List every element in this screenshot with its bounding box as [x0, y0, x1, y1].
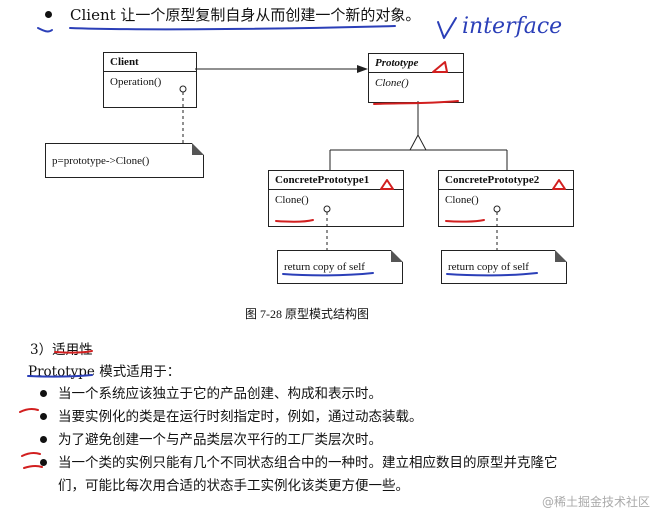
uml-connectors [179, 61, 566, 277]
concrete2-note: return copy of self [441, 250, 567, 284]
client-class-box: Client Operation() [103, 52, 197, 108]
red-mark-item2 [19, 407, 39, 413]
bullet-dot [40, 459, 47, 466]
prototype-class-box: Prototype Clone() [368, 53, 464, 103]
red-triangle-concrete1-icon [380, 179, 394, 190]
prototype-class-name: Prototype [369, 54, 463, 73]
blue-underline-note2 [446, 272, 538, 277]
intro-text: Client 让一个原型复制自身从而创建一个新的对象。 [70, 6, 421, 24]
applicability-item-2: 当要实例化的类是在运行时刻指定时，例如，通过动态装载。 [58, 409, 423, 425]
watermark: @稀土掘金技术社区 [541, 495, 650, 509]
concrete1-class-name: ConcretePrototype1 [269, 171, 403, 190]
prototype-operation: Clone() [375, 77, 409, 89]
client-note-text: p=prototype->Clone() [52, 154, 150, 167]
handwritten-interface-note: interface [462, 14, 563, 39]
note-fold-icon [192, 143, 204, 155]
applicability-item-4-continued: 们，可能比每次用合适的状态手工实例化该类更方便一些。 [58, 478, 409, 494]
concrete1-class-box: ConcretePrototype1 Clone() [268, 170, 404, 227]
handwriting-layer-bottom [19, 350, 93, 469]
red-triangle-prototype-icon [432, 61, 448, 73]
concrete2-note-text: return copy of self [448, 261, 529, 273]
diagram-caption: 图 7-28 原型模式结构图 [245, 307, 369, 321]
concrete1-note: return copy of self [277, 250, 403, 284]
bullet-dot [40, 436, 47, 443]
client-class-name: Client [104, 53, 196, 72]
concrete2-class-name: ConcretePrototype2 [439, 171, 573, 190]
red-underline-heading [54, 350, 93, 354]
bullet-dot [40, 413, 47, 420]
red-mark-item4 [21, 451, 41, 457]
bullet-dot [40, 390, 47, 397]
red-underline-prototype-clone [373, 100, 459, 105]
concrete1-note-text: return copy of self [284, 261, 365, 273]
red-mark-item4b [23, 464, 43, 469]
inheritance-triangle-icon [409, 133, 427, 151]
red-underline-concrete2-clone [445, 219, 485, 223]
concrete2-class-box: ConcretePrototype2 Clone() [438, 170, 574, 227]
blue-check-mark [437, 17, 457, 39]
association-arrowhead-icon [357, 65, 368, 73]
concrete2-operation: Clone() [445, 194, 479, 206]
bullet-dot [45, 11, 52, 18]
concrete2-op-circle-icon [493, 205, 501, 213]
client-note: p=prototype->Clone() [45, 143, 204, 178]
section-heading: 3）适用性 [30, 342, 93, 358]
client-op-circle-icon [179, 85, 187, 93]
blue-mark-left [37, 27, 53, 33]
applicability-item-3: 为了避免创建一个与产品类层次平行的工厂类层次时。 [58, 432, 382, 448]
red-triangle-concrete2-icon [552, 179, 566, 190]
client-operation: Operation() [110, 76, 162, 88]
concrete1-op-circle-icon [323, 205, 331, 213]
prototype-class-name-text: Prototype [375, 57, 419, 69]
red-underline-concrete1-clone [275, 219, 314, 223]
handwriting-layer-top [37, 17, 457, 39]
note-fold-icon [555, 250, 567, 262]
concrete1-operation: Clone() [275, 194, 309, 206]
note-fold-icon [391, 250, 403, 262]
blue-underline-prototype-word [27, 374, 93, 378]
blue-underline-note1 [282, 272, 374, 277]
blue-underline-client [69, 25, 396, 31]
applicability-item-4: 当一个类的实例只能有几个不同状态组合中的一种时。建立相应数目的原型并克隆它 [58, 455, 558, 471]
applicability-item-1: 当一个系统应该独立于它的产品创建、构成和表示时。 [58, 386, 382, 402]
